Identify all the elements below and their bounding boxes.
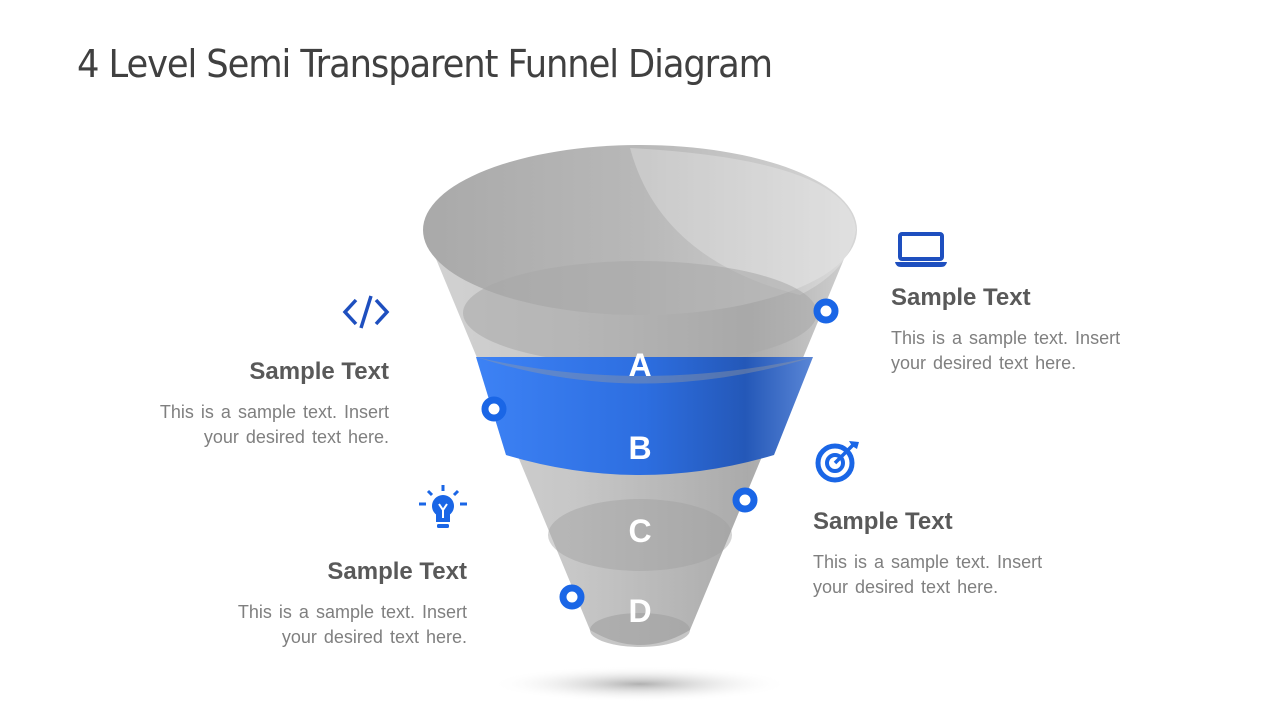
level-a-label: A xyxy=(628,347,652,383)
marker-a xyxy=(813,298,839,324)
code-icon xyxy=(342,295,390,329)
level-b-band xyxy=(476,357,813,475)
level-b-label: B xyxy=(628,430,652,466)
level-d-label: D xyxy=(628,593,652,629)
text-block-a: Sample Text This is a sample text. Inser… xyxy=(891,284,1191,376)
block-d-body: This is a sample text. Insert your desir… xyxy=(237,602,467,647)
block-b-heading: Sample Text xyxy=(249,358,389,385)
level-c-top xyxy=(548,499,732,571)
laptop-icon xyxy=(895,232,947,267)
marker-d xyxy=(559,584,585,610)
funnel-shadow xyxy=(490,666,790,702)
block-b-body: This is a sample text. Insert your desir… xyxy=(159,402,389,447)
block-c-heading: Sample Text xyxy=(813,508,953,535)
lightbulb-icon xyxy=(419,485,467,528)
block-a-heading: Sample Text xyxy=(891,284,1031,311)
block-d-heading: Sample Text xyxy=(327,558,467,585)
block-a-body: This is a sample text. Insert your desir… xyxy=(891,328,1121,373)
text-block-d: Sample Text This is a sample text. Inser… xyxy=(167,558,467,650)
text-block-b: Sample Text This is a sample text. Inser… xyxy=(89,358,389,450)
target-icon xyxy=(815,441,859,483)
slide-title: 4 Level Semi Transparent Funnel Diagram xyxy=(77,42,773,86)
level-a-top xyxy=(463,261,817,365)
block-c-body: This is a sample text. Insert your desir… xyxy=(813,552,1043,597)
level-c-label: C xyxy=(628,513,652,549)
marker-b xyxy=(481,396,507,422)
text-block-c: Sample Text This is a sample text. Inser… xyxy=(813,508,1113,600)
marker-c xyxy=(732,487,758,513)
level-d-bottom xyxy=(590,613,690,647)
